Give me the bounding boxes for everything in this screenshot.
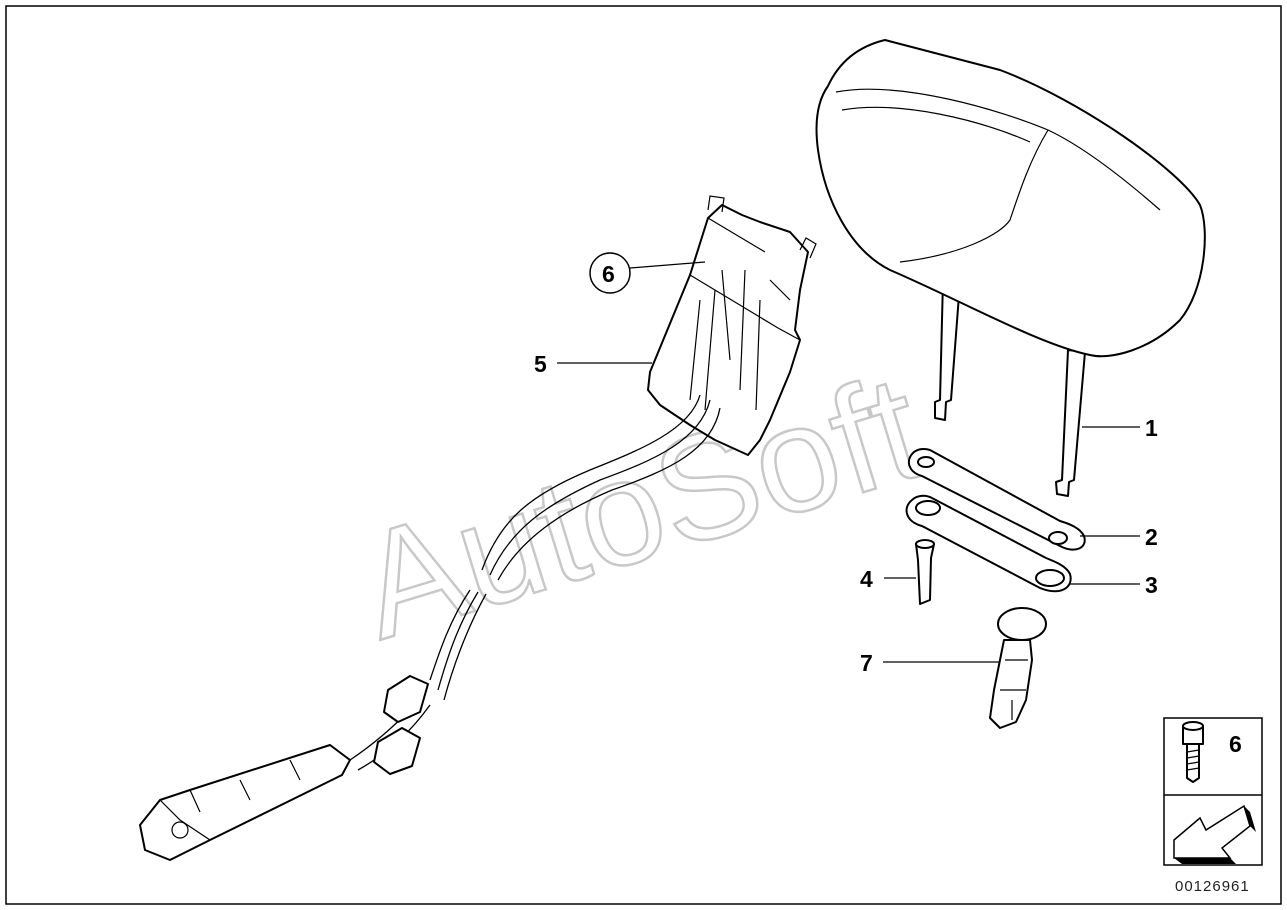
diagram-frame [5, 5, 1282, 905]
callout-6-circle [589, 252, 631, 294]
callout-4: 4 [860, 566, 873, 592]
legend-label: 6 [1229, 731, 1242, 757]
screw-icon [1182, 721, 1204, 783]
document-id: 00126961 [1175, 878, 1250, 895]
watermark: AutoSoft [339, 340, 941, 671]
headrest[interactable] [815, 39, 1206, 497]
harness-connectors [373, 675, 429, 775]
plate-upper[interactable] [907, 447, 1086, 551]
control-unit[interactable] [139, 744, 351, 861]
callout-1: 1 [1145, 415, 1158, 441]
watermark-text: AutoSoft [340, 342, 939, 671]
legend-box: 6 [1163, 717, 1263, 866]
callout-7: 7 [860, 650, 873, 676]
callout-6: 6 [602, 261, 615, 287]
guide-pin[interactable] [915, 539, 935, 605]
guide-sleeve[interactable] [989, 607, 1047, 729]
headrest-guide-module[interactable] [647, 195, 817, 456]
callout-3: 3 [1145, 572, 1158, 598]
callout-6-leader [629, 261, 706, 269]
plate-lower[interactable] [905, 494, 1072, 593]
callout-2: 2 [1145, 524, 1158, 550]
arrow-direction-icon [1173, 804, 1256, 864]
callout-5: 5 [534, 351, 547, 377]
